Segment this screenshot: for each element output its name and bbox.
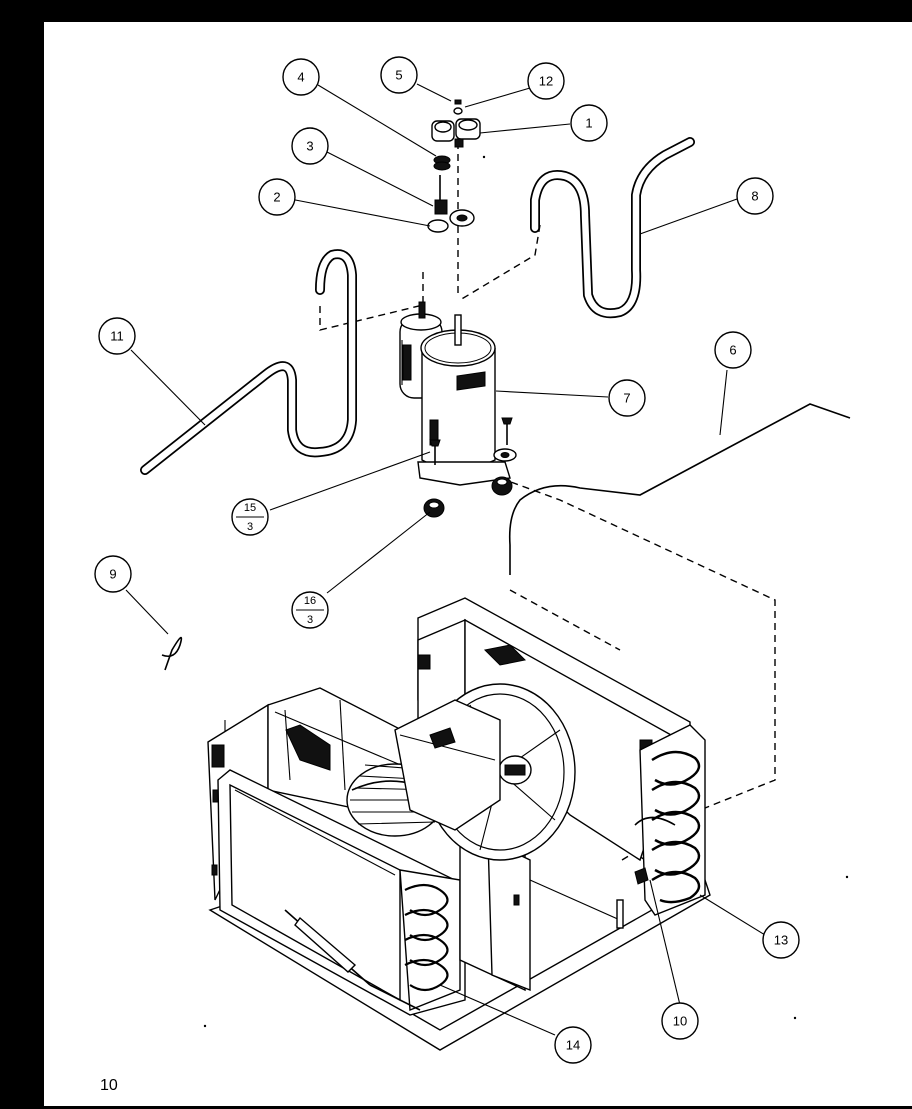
callout-4: 4 — [282, 58, 320, 96]
callout-label-3: 3 — [306, 139, 313, 154]
callout-label-2: 2 — [273, 190, 280, 205]
callout-1: 1 — [570, 104, 608, 142]
callout-label-10: 10 — [673, 1014, 687, 1029]
callout-11: 11 — [98, 317, 136, 355]
mounting-grommets-part-16 — [423, 476, 513, 518]
callout-15: 15 3 — [231, 498, 269, 536]
callout-3: 3 — [291, 127, 329, 165]
callout-7: 7 — [608, 379, 646, 417]
discharge-tube-part-11 — [140, 249, 357, 475]
terminal-cover-assembly — [427, 99, 481, 233]
callout-6: 6 — [714, 331, 752, 369]
callout-sub-15: 3 — [247, 521, 253, 533]
fan-shroud — [394, 597, 691, 862]
callout-label-11: 11 — [110, 329, 124, 344]
callout-label-13: 13 — [774, 933, 788, 948]
callout-label-15: 15 — [244, 502, 256, 514]
callout-label-7: 7 — [623, 391, 630, 406]
callout-label-6: 6 — [729, 343, 736, 358]
callout-12: 12 — [527, 62, 565, 100]
capillary-tube-part-6 — [508, 403, 851, 575]
evaporator-coil — [217, 769, 466, 1016]
callout-5: 5 — [380, 56, 418, 94]
callout-16: 16 3 — [291, 591, 329, 629]
callout-label-1: 1 — [585, 116, 592, 131]
callout-label-5: 5 — [395, 68, 402, 83]
callout-2: 2 — [258, 178, 296, 216]
scan-specks — [203, 155, 849, 1028]
callout-label-14: 14 — [566, 1038, 580, 1053]
leader-lines — [125, 83, 766, 1036]
callout-8: 8 — [736, 177, 774, 215]
callouts: 1 2 3 4 5 6 7 8 — [94, 56, 800, 1064]
callout-label-4: 4 — [297, 70, 304, 85]
callout-label-12: 12 — [539, 74, 553, 89]
callout-13: 13 — [762, 921, 800, 959]
compressor-part-7 — [399, 301, 517, 486]
callout-label-9: 9 — [109, 567, 116, 582]
callout-sub-16: 3 — [307, 614, 313, 626]
callout-label-16: 16 — [304, 595, 316, 607]
callout-10: 10 — [661, 1002, 699, 1040]
callout-label-8: 8 — [751, 189, 758, 204]
callout-9: 9 — [94, 555, 132, 593]
chassis-assembly — [207, 597, 711, 1051]
suction-tube-part-8 — [530, 137, 695, 319]
callout-14: 14 — [554, 1026, 592, 1064]
condenser-coil — [634, 724, 706, 916]
page-number: 10 — [100, 1077, 118, 1094]
clip-part-9 — [161, 636, 183, 671]
